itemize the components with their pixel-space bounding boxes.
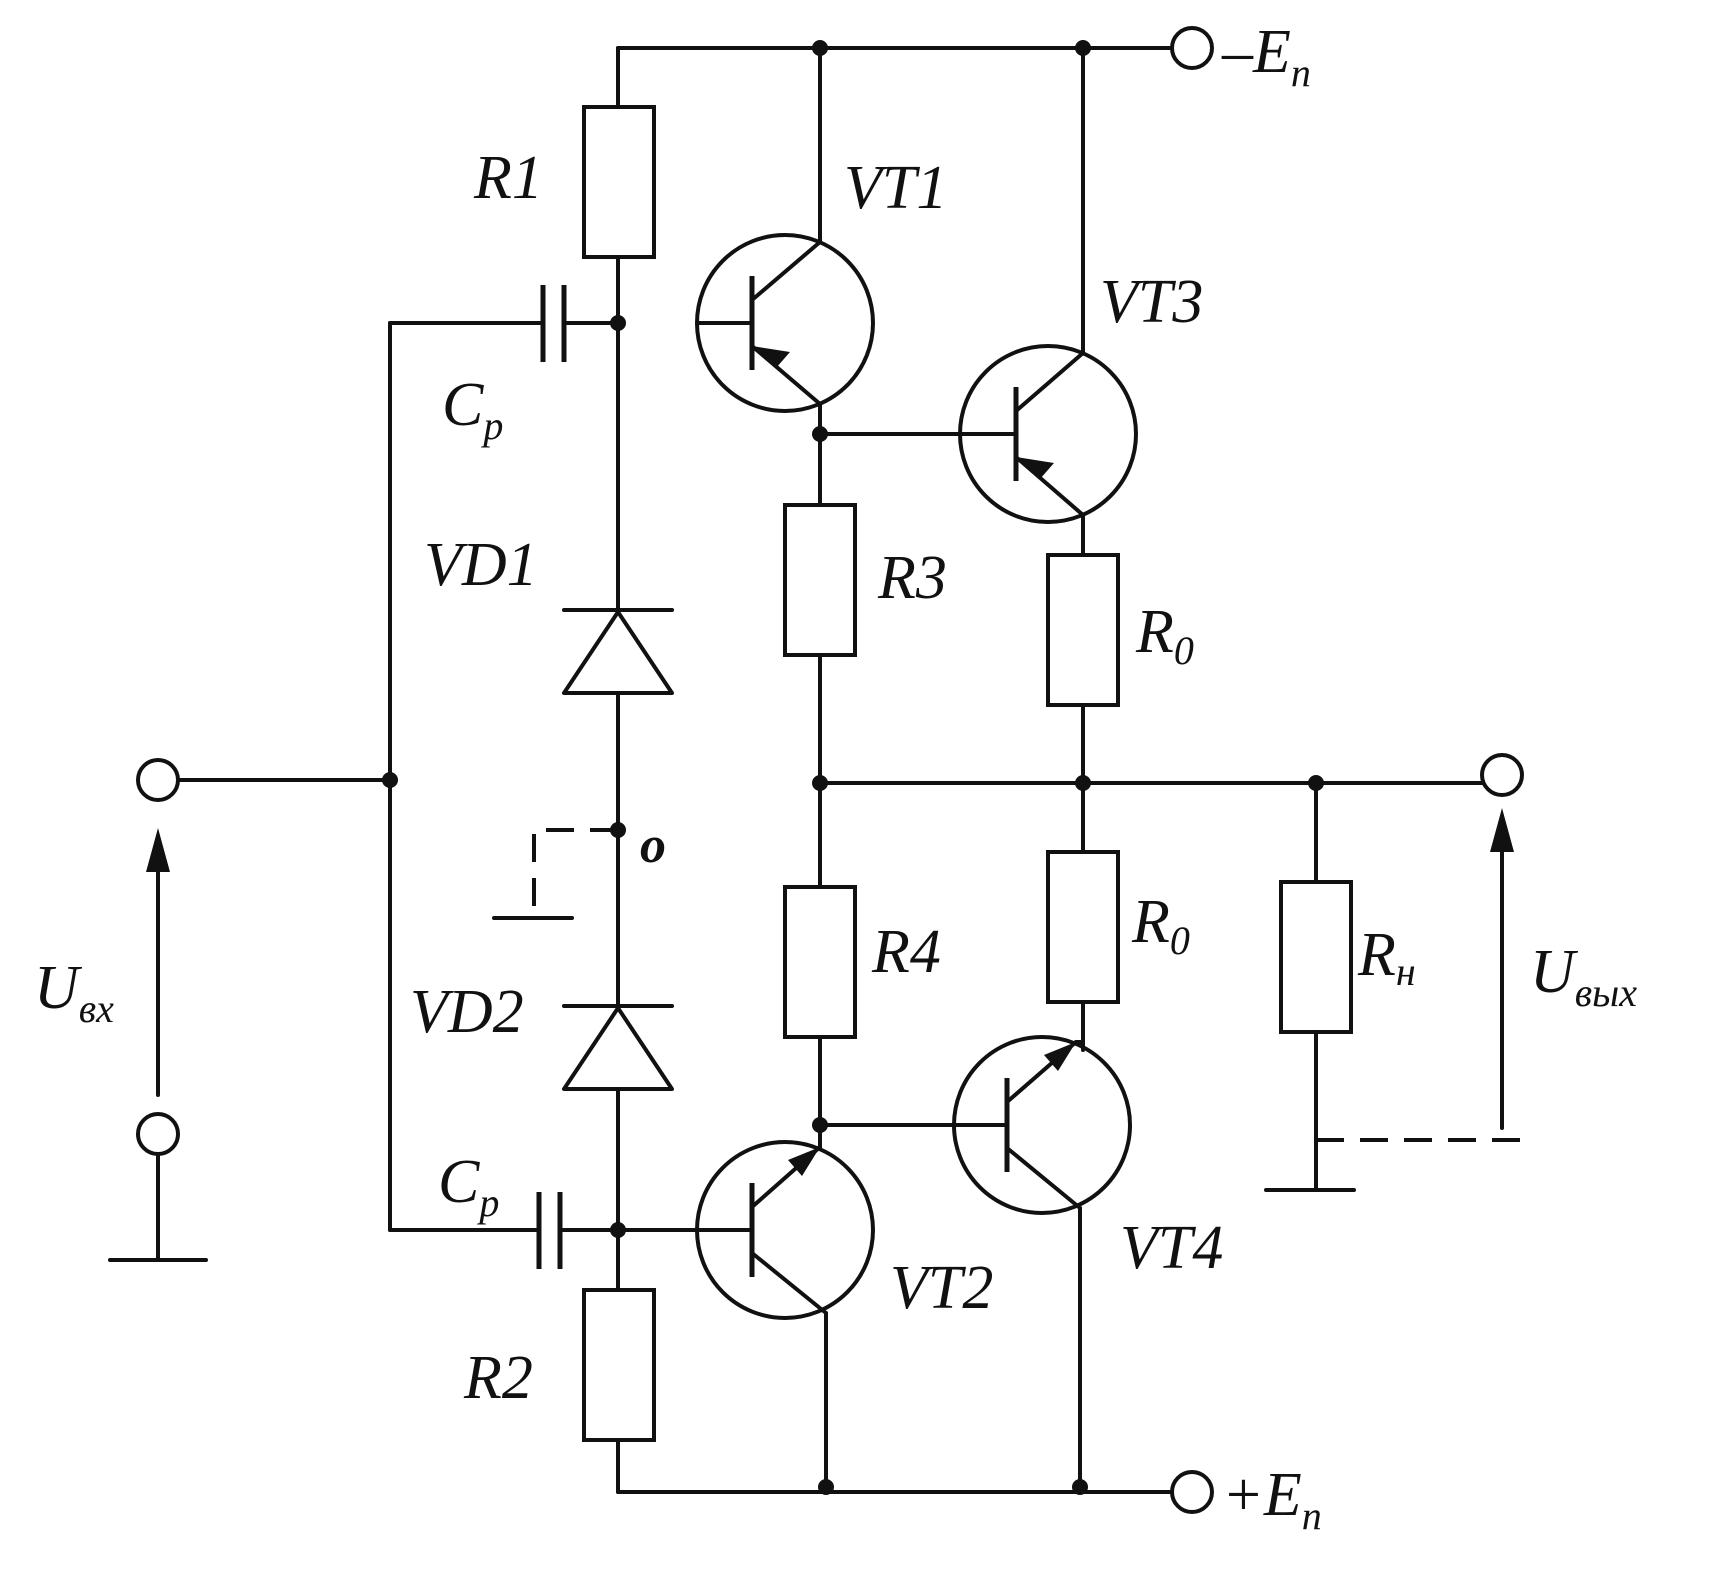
input-terminal[interactable] [136,758,180,802]
transistor-vt4 [952,1035,1132,1494]
label-u-in: Uвх [34,954,114,1031]
ground-reference-o [492,828,618,920]
transistor-vt2 [616,1123,875,1494]
supply-neg-terminal[interactable] [1170,26,1214,70]
label-vt2: VT2 [890,1254,993,1322]
label-r1: R1 [473,144,543,212]
label-supply-pos: +Eп [1222,1461,1322,1538]
input-ground-terminal[interactable] [136,1112,180,1156]
capacitor-cp-top [540,285,567,362]
resistor-r0-top [1046,553,1120,707]
resistor-r0-bottom [1046,850,1120,1004]
label-r3: R3 [877,544,947,612]
resistor-r3 [783,503,857,657]
label-vd2: VD2 [410,978,524,1046]
load-ground [1264,1030,1520,1192]
label-cp-bottom: Cp [438,1148,499,1225]
label-node-o: o [640,817,666,874]
label-rn: Rн [1357,921,1416,994]
resistor-r1 [582,105,656,259]
label-u-out: Uвых [1530,938,1637,1015]
transistor-vt1 [695,46,875,507]
input-wiring [176,321,620,1232]
label-vt1: VT1 [844,154,947,222]
bias-column-wire [610,46,626,1494]
capacitor-cp-bottom [536,1192,563,1269]
output-terminal[interactable] [1480,753,1524,797]
label-cp-top: Cp [442,371,503,448]
label-r2: R2 [463,1344,533,1412]
resistor-r2 [582,1288,656,1442]
diode-vd2 [562,1004,674,1091]
supply-pos-terminal[interactable] [1170,1470,1214,1514]
label-vt4: VT4 [1120,1214,1223,1282]
resistor-rn [1279,880,1353,1034]
output-wiring [818,775,1486,791]
label-vt3: VT3 [1100,268,1203,336]
label-r0-top: R0 [1135,598,1194,673]
bottom-supply-rail [616,1479,1174,1495]
label-vd1: VD1 [424,531,538,599]
top-supply-rail [616,40,1174,56]
label-r4: R4 [871,918,941,986]
u-in-arrow [146,828,170,1097]
resistor-r4 [783,885,857,1039]
diode-vd1 [562,608,674,695]
label-supply-neg: –Eп [1221,18,1311,95]
label-r0-bottom: R0 [1131,888,1190,963]
input-ground [108,1152,208,1262]
transistor-vt3 [958,46,1138,557]
u-out-arrow [1490,808,1514,1130]
